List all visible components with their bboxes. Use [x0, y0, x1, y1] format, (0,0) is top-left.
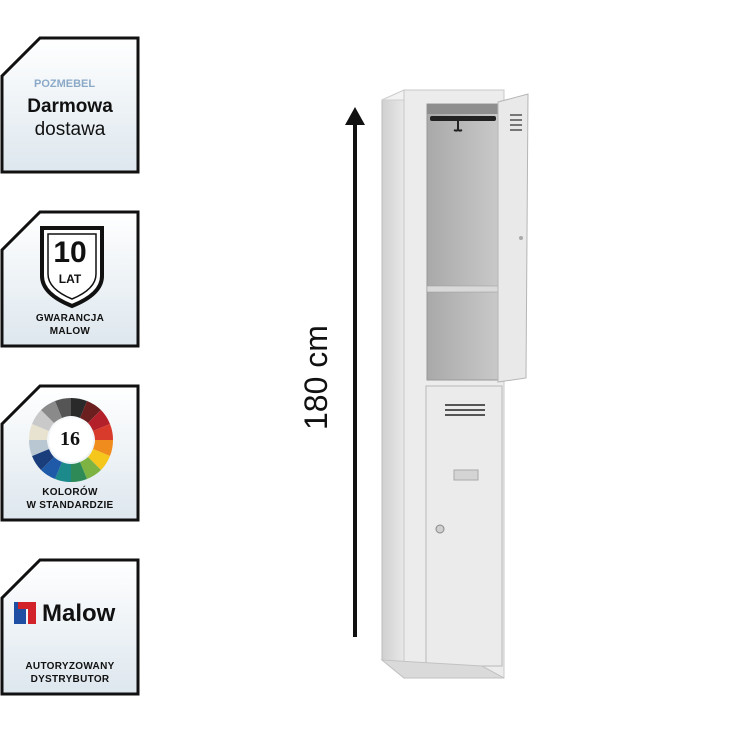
colors-number: 16 — [60, 428, 80, 450]
badge-frame — [0, 210, 140, 348]
colors-label: KOLORÓW — [42, 487, 98, 498]
warranty-label: GWARANCJA — [35, 313, 105, 324]
warranty-unit: LAT — [58, 272, 82, 286]
hook-icon — [453, 121, 463, 132]
authorized-dealer-badge: Malow AUTORYZOWANY DYSTRYBUTOR — [0, 558, 140, 696]
hanger-rail-icon — [430, 116, 496, 121]
badge-frame — [0, 558, 140, 696]
pozmebel-logo: POZMEBEL — [34, 78, 96, 90]
door-vent-icon — [510, 114, 522, 131]
height-arrow-icon — [345, 107, 365, 637]
colors-sublabel: W STANDARDZIE — [26, 500, 114, 511]
dealer-sublabel: DYSTRYBUTOR — [30, 674, 110, 685]
brand-name: Malow — [42, 600, 116, 627]
free-delivery-badge: POZMEBEL Darmowa dostawa — [0, 36, 140, 174]
warranty-badge: 10 LAT GWARANCJA MALOW — [0, 210, 140, 348]
warranty-number: 10 — [53, 236, 87, 269]
shield-icon — [40, 226, 104, 309]
color-wheel-icon — [28, 397, 114, 483]
colors-badge: 16 KOLORÓW W STANDARDZIE — [0, 384, 140, 522]
lock-icon — [435, 524, 445, 534]
delivery-subtitle: dostawa — [34, 119, 106, 140]
lower-vent-icon — [445, 404, 485, 416]
dealer-label: AUTORYZOWANY — [25, 661, 115, 672]
locker-image — [380, 89, 529, 680]
delivery-title: Darmowa — [27, 96, 113, 117]
height-label: 180 cm — [298, 325, 334, 430]
shelf — [426, 285, 500, 293]
warranty-brand: MALOW — [49, 326, 91, 337]
label-holder — [453, 469, 479, 481]
upper-compartment — [426, 103, 500, 381]
open-door — [497, 93, 529, 383]
badge-frame — [0, 384, 140, 522]
badge-frame — [0, 36, 140, 174]
locker-side-panel — [381, 89, 405, 680]
malow-logo-icon — [14, 602, 36, 624]
